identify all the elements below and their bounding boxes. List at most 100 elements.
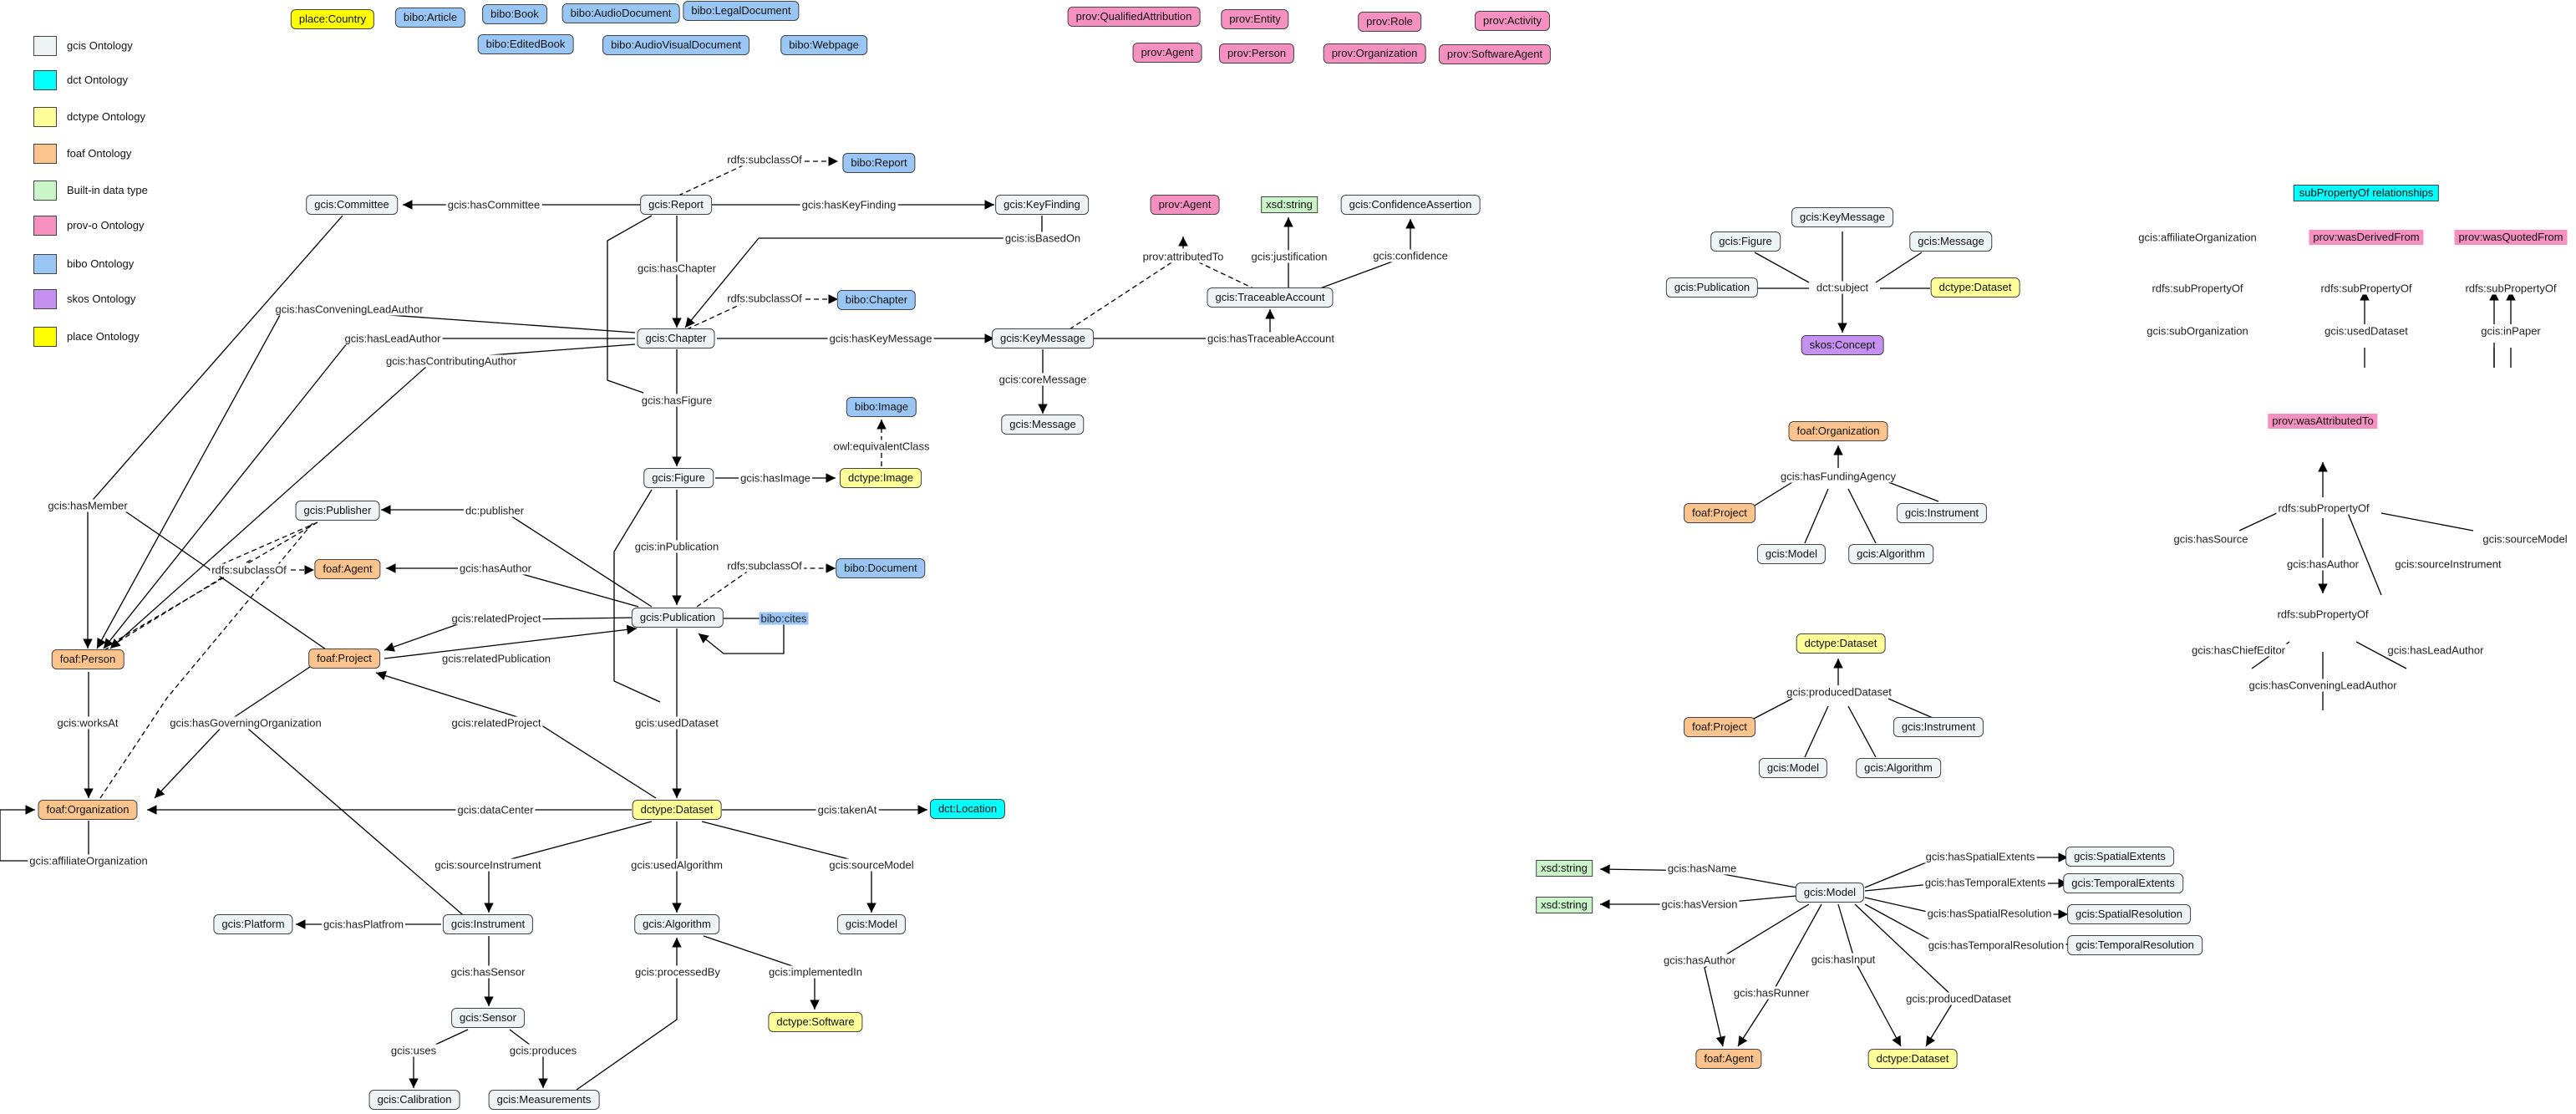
node-gcis-keyfinding: gcis:KeyFinding <box>995 195 1089 215</box>
node-gcis-measurements: gcis:Measurements <box>488 1090 600 1110</box>
edge-r-hasInput <box>1837 903 1902 1047</box>
node-r-gcis-figure: gcis:Figure <box>1710 231 1781 252</box>
edge-figure-side <box>613 489 661 703</box>
edge-sp-sourceinstr <box>2347 512 2382 596</box>
node-r-gcis-instrument2: gcis:Instrument <box>1893 717 1984 737</box>
node-prov-role: prov:Role <box>1358 12 1421 32</box>
sp-label-hassource: gcis:hasSource <box>2172 532 2250 546</box>
edge-r-hasRunner <box>1737 903 1822 1047</box>
edge-label-dcpublisher: dc:publisher <box>463 504 526 517</box>
sp-label-rdfs4: rdfs:subPropertyOf <box>2276 501 2371 515</box>
edge-label-r-dct-subject: dct:subject <box>1814 281 1871 294</box>
edge-label-hasConveningLeadAuthor: gcis:hasConveningLeadAuthor <box>273 303 425 316</box>
node-r-gcis-algorithm1: gcis:Algorithm <box>1848 544 1933 564</box>
node-gcis-keymessage: gcis:KeyMessage <box>992 328 1094 348</box>
legend-swatch <box>33 216 57 236</box>
edge-label-subclassof-publication: rdfs:subclassOf <box>725 559 804 572</box>
node-r-dctype-dataset1: dctype:Dataset <box>1930 277 2020 298</box>
node-prov-wasquotedfrom: prov:wasQuotedFrom <box>2454 230 2568 245</box>
node-prov-agent-top: prov:Agent <box>1132 43 1202 63</box>
edge-label-r-hasSpatialResolution: gcis:hasSpatialResolution <box>1925 907 2054 920</box>
node-bibo-document: bibo:Document <box>836 558 926 578</box>
legend-swatch <box>33 289 57 309</box>
edge-label-hasKeyFinding: gcis:hasKeyFinding <box>800 198 898 211</box>
sp-label-inpaper: gcis:inPaper <box>2479 324 2543 338</box>
edge-label-hasAuthor: gcis:hasAuthor <box>458 562 533 575</box>
sp-label-rdfs5: rdfs:subPropertyOf <box>2275 608 2370 621</box>
edge-label-hasSensor: gcis:hasSensor <box>449 965 527 979</box>
legend-swatch <box>33 144 57 164</box>
edge-label-r-hasRunner: gcis:hasRunner <box>1731 986 1811 1000</box>
edge-label-attributedTo: prov:attributedTo <box>1141 250 1226 263</box>
sp-label-rdfs1: rdfs:subPropertyOf <box>2150 282 2245 295</box>
node-bibo-report: bibo:Report <box>842 153 916 173</box>
edge-label-subclassof-report: rdfs:subclassOf <box>725 153 804 166</box>
edge-label-hasCommittee: gcis:hasCommittee <box>445 198 542 211</box>
edge-produces <box>509 1029 548 1088</box>
edge-label-takenAt: gcis:takenAt <box>815 803 879 816</box>
node-bibo-chapter: bibo:Chapter <box>836 290 917 310</box>
legend-swatch <box>33 70 57 90</box>
node-prov-wasattributedto: prov:wasAttributedTo <box>2268 414 2378 429</box>
sp-label-sourceinstrument: gcis:sourceInstrument <box>2393 557 2503 571</box>
legend-label: prov-o Ontology <box>67 219 145 231</box>
node-dct-location: dct:Location <box>929 799 1006 819</box>
edge-label-usedDataset: gcis:usedDataset <box>633 716 720 730</box>
sp-label-useddataset: gcis:usedDataset <box>2323 324 2410 338</box>
edge-uses <box>409 1029 469 1088</box>
edge-r-funding-instrument <box>1888 481 1939 502</box>
node-dctype-image: dctype:Image <box>839 468 922 488</box>
edge-label-r-hasSpatialExtents: gcis:hasSpatialExtents <box>1923 850 2037 863</box>
edge-label-worksAt: gcis:worksAt <box>55 716 120 730</box>
node-prov-agent: prov:Agent <box>1150 195 1220 215</box>
node-r-gcis-instrument1: gcis:Instrument <box>1896 503 1988 523</box>
edge-label-relatedProject-ds: gcis:relatedProject <box>450 716 543 730</box>
edge-r-produced1-project <box>1750 698 1793 721</box>
edge-label-hasMember: gcis:hasMember <box>46 499 130 512</box>
node-bibo-article: bibo:Article <box>394 8 466 28</box>
subproperty-header: subPropertyOf relationships <box>2293 185 2440 201</box>
edge-r-hasAuthor <box>1704 903 1810 1047</box>
legend-label: skos Ontology <box>67 292 136 305</box>
node-foaf-person: foaf:Person <box>51 649 124 669</box>
node-r-gcis-model1: gcis:Model <box>1756 544 1827 564</box>
node-place-country: place:Country <box>290 9 375 29</box>
node-r-foaf-agent: foaf:Agent <box>1695 1049 1762 1069</box>
node-gcis-instrument: gcis:Instrument <box>442 914 534 934</box>
sp-label-hasconveningleadauthor: gcis:hasConveningLeadAuthor <box>2247 679 2399 692</box>
node-gcis-committee: gcis:Committee <box>306 195 398 215</box>
node-prov-qualifiedattribution: prov:QualifiedAttribution <box>1067 7 1201 27</box>
edge-label-r-producedDataset2: gcis:producedDataset <box>1904 992 2013 1005</box>
node-r-skos-concept: skos:Concept <box>1801 335 1884 355</box>
edge-r-funding-project <box>1750 481 1793 509</box>
edge-label-isBasedOn: gcis:isBasedOn <box>1003 231 1083 245</box>
node-r-xsd-string1: xsd:string <box>1536 860 1593 877</box>
legend-swatch <box>33 107 57 127</box>
node-bibo-audiodocument: bibo:AudioDocument <box>561 3 680 23</box>
node-gcis-model: gcis:Model <box>836 914 907 934</box>
legend-label: bibo Ontology <box>67 257 135 270</box>
legend-label: place Ontology <box>67 330 140 343</box>
sp-label-rdfs2: rdfs:subPropertyOf <box>2319 282 2414 295</box>
node-dctype-dataset: dctype:Dataset <box>632 800 722 820</box>
node-gcis-calibration: gcis:Calibration <box>368 1090 460 1110</box>
edge-label-hasFigure: gcis:hasFigure <box>639 394 714 407</box>
edge-label-r-hasTemporalResolution: gcis:hasTemporalResolution <box>1926 939 2066 952</box>
edge-label-hasTraceableAccount: gcis:hasTraceableAccount <box>1206 332 1336 345</box>
edge-sp-leadauthor <box>2355 641 2407 669</box>
edge-label-coreMessage: gcis:coreMessage <box>997 373 1089 386</box>
edge-label-r-hasInput: gcis:hasInput <box>1809 953 1877 966</box>
edge-label-r-hasAuthor: gcis:hasAuthor <box>1662 954 1737 967</box>
edge-hasGoverningOrg-b <box>241 723 469 920</box>
node-prov-organization: prov:Organization <box>1323 43 1426 64</box>
edge-label-r-hasTemporalExtents: gcis:hasTemporalExtents <box>1923 876 2048 889</box>
sp-label-hasauthor: gcis:hasAuthor <box>2285 557 2360 571</box>
edge-label-relatedPublication: gcis:relatedPublication <box>439 652 553 665</box>
edge-label-r-producedDataset1: gcis:producedDataset <box>1785 685 1893 699</box>
node-foaf-agent: foaf:Agent <box>314 559 381 579</box>
node-prov-softwareagent: prov:SoftwareAgent <box>1438 44 1552 64</box>
edge-label-produces: gcis:produces <box>507 1044 579 1057</box>
edge-processedBy <box>576 938 682 1091</box>
node-r-gcis-message: gcis:Message <box>1909 231 1993 252</box>
node-bibo-webpage: bibo:Webpage <box>780 35 867 55</box>
